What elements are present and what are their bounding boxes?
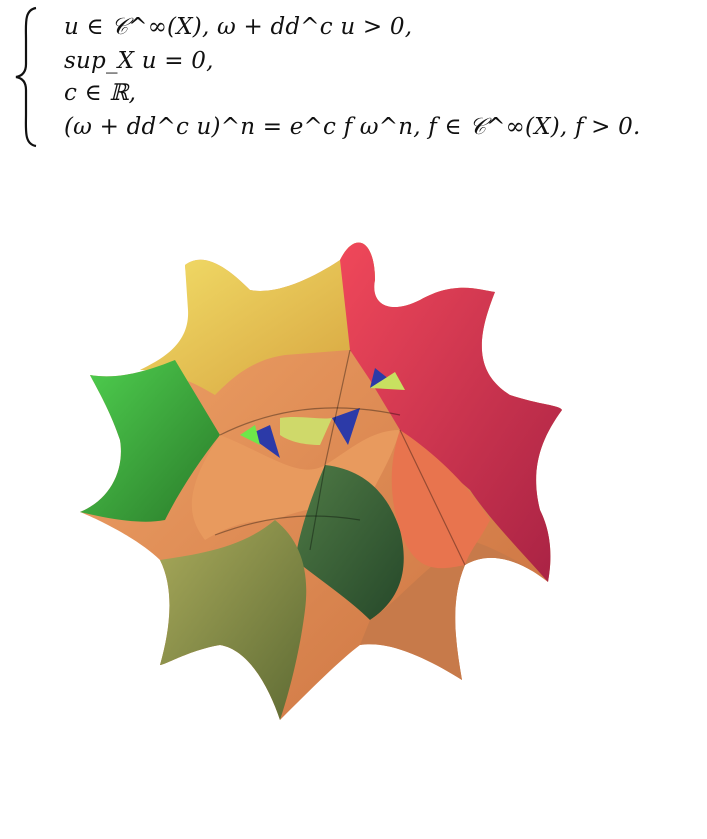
surface-green-patch bbox=[80, 360, 220, 522]
surface-lime-accent-3 bbox=[370, 372, 405, 390]
surface-lime-accent-2 bbox=[280, 417, 332, 445]
surface-lime-accent-1 bbox=[240, 425, 260, 445]
surface-salmon-patch bbox=[391, 430, 490, 569]
calabi-yau-surface-illustration bbox=[80, 242, 562, 720]
surface-red-patch bbox=[340, 242, 562, 582]
surface-seams bbox=[214, 349, 466, 566]
surface-blue-triangle-2 bbox=[332, 408, 360, 445]
equation-system: u ∈ 𝒞^∞(X), ω + dd^c u > 0, sup_X u = 0,… bbox=[14, 6, 654, 148]
surface-dark-green-patch bbox=[295, 465, 404, 620]
surface-yellow-patch bbox=[140, 242, 375, 395]
equation-line-4: (ω + dd^c u)^n = e^c f ω^n, f ∈ 𝒞^∞(X), … bbox=[64, 114, 641, 140]
surface-olive-patch bbox=[160, 520, 307, 720]
left-brace bbox=[15, 6, 37, 148]
equation-line-1: u ∈ 𝒞^∞(X), ω + dd^c u > 0, bbox=[64, 14, 413, 40]
equation-line-3: c ∈ ℝ, bbox=[64, 80, 137, 106]
surface-lower-right-patch bbox=[360, 540, 548, 680]
surface-blue-triangle-3 bbox=[370, 368, 390, 388]
equation-line-2: sup_X u = 0, bbox=[64, 48, 214, 74]
